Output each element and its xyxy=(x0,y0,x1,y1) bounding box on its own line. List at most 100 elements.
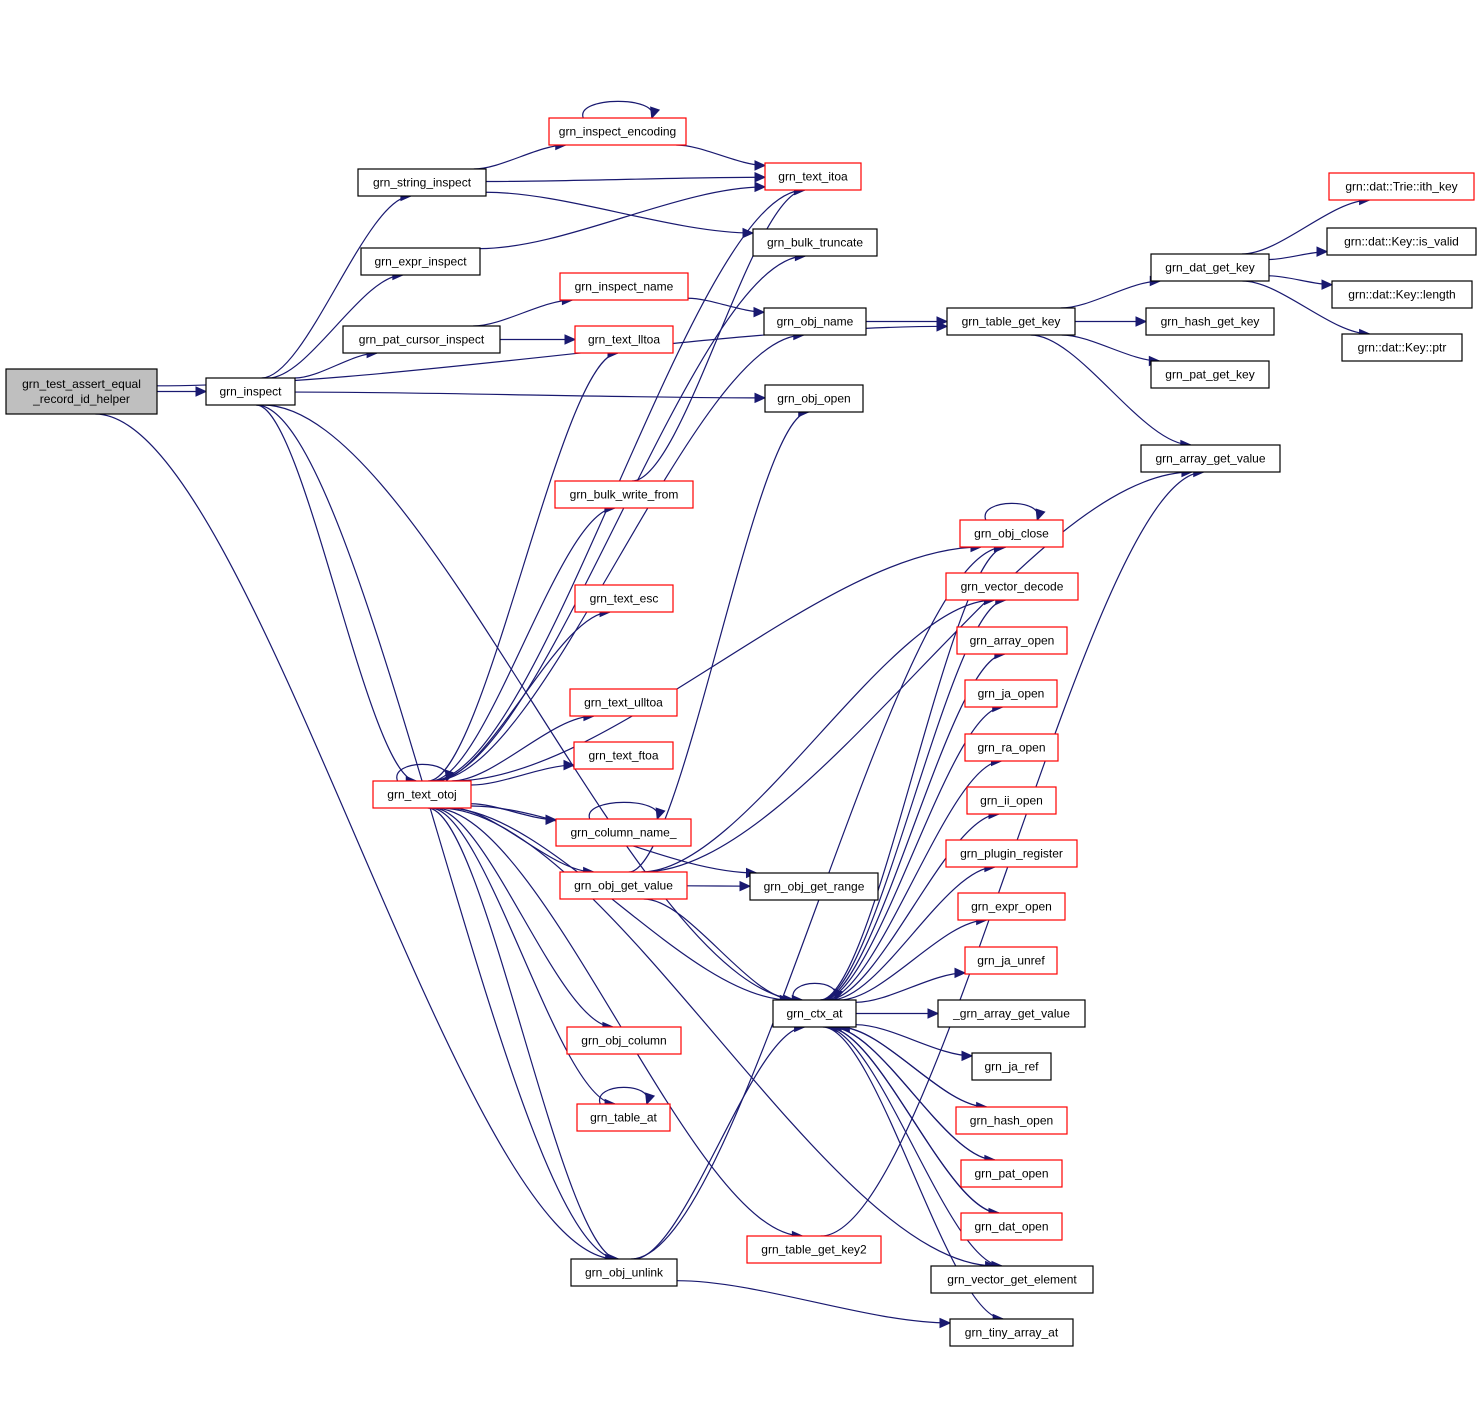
node-label: grn_pat_open xyxy=(974,1167,1048,1181)
edge-text_otoj-to-bulk_write_from xyxy=(431,507,615,782)
node-box xyxy=(955,1106,1068,1135)
edge-ctx_at-to-_array_get_value-arrowhead xyxy=(927,1008,940,1019)
edge-root-to-inspect-arrowhead xyxy=(195,386,208,397)
node-expr-inspect[interactable]: grn_expr_inspect xyxy=(360,247,481,276)
node-box xyxy=(5,368,158,415)
node-label: grn_obj_open xyxy=(777,392,850,406)
node-box xyxy=(764,384,864,413)
node-label: grn_ja_open xyxy=(978,687,1045,701)
edge-expr_inspect-to-text_itoa xyxy=(479,186,766,250)
node-key-length[interactable]: grn::dat::Key::length xyxy=(1331,280,1473,309)
node-expr-open[interactable]: grn_expr_open xyxy=(957,892,1066,921)
edge-text_otoj-to-obj_unlink xyxy=(427,807,619,1260)
edges-layer xyxy=(95,100,1371,1329)
node-obj-close[interactable]: grn_obj_close xyxy=(959,519,1064,548)
node-column-name-[interactable]: grn_column_name_ xyxy=(555,818,692,847)
node-tiny-array-at[interactable]: grn_tiny_array_at xyxy=(949,1318,1074,1347)
node-label: grn_table_get_key xyxy=(962,315,1061,329)
node-text-itoa[interactable]: grn_text_itoa xyxy=(764,162,862,191)
node-box xyxy=(1331,280,1473,309)
edge-inspect-to-text_otoj xyxy=(256,404,417,782)
edge-text_otoj-to-table_get_key2 xyxy=(433,807,803,1237)
node-label: grn_ja_unref xyxy=(977,954,1045,968)
node-key-is-valid[interactable]: grn::dat::Key::is_valid xyxy=(1326,227,1477,256)
node-text-otoj[interactable]: grn_text_otoj xyxy=(372,780,472,809)
node-array-get-value[interactable]: grn_array_get_value xyxy=(1140,444,1281,473)
node-pat-get-key[interactable]: grn_pat_get_key xyxy=(1150,360,1270,389)
node-inspect[interactable]: grn_inspect xyxy=(205,377,296,406)
node-vector-get-element[interactable]: grn_vector_get_element xyxy=(930,1265,1094,1294)
node-text-ulltoa[interactable]: grn_text_ulltoa xyxy=(569,688,678,717)
node-label: grn_ctx_at xyxy=(786,1007,843,1021)
node-ii-open[interactable]: grn_ii_open xyxy=(966,786,1057,815)
node-label: grn_ja_ref xyxy=(984,1060,1039,1074)
node-pat-open[interactable]: grn_pat_open xyxy=(960,1159,1063,1188)
node-text-lltoa[interactable]: grn_text_lltoa xyxy=(574,325,674,354)
node-label: grn_inspect_name xyxy=(575,280,674,294)
node-obj-column[interactable]: grn_obj_column xyxy=(566,1026,682,1055)
node-vector-decode[interactable]: grn_vector_decode xyxy=(945,572,1079,601)
node-box xyxy=(946,307,1076,336)
node-box xyxy=(576,1103,671,1132)
node-box xyxy=(573,741,674,770)
node-key-ptr[interactable]: grn::dat::Key::ptr xyxy=(1341,333,1463,362)
node-box xyxy=(749,872,879,901)
node-obj-unlink[interactable]: grn_obj_unlink xyxy=(570,1258,678,1287)
node-dat-open[interactable]: grn_dat_open xyxy=(960,1212,1063,1241)
node-hash-get-key[interactable]: grn_hash_get_key xyxy=(1145,307,1275,336)
edge-ctx_at-to-ja_ref-arrowhead xyxy=(961,1050,974,1062)
node-table-get-key2[interactable]: grn_table_get_key2 xyxy=(746,1235,882,1264)
node-inspect-name[interactable]: grn_inspect_name xyxy=(559,272,689,301)
node-bulk-truncate[interactable]: grn_bulk_truncate xyxy=(752,228,878,257)
node-ra-open[interactable]: grn_ra_open xyxy=(964,733,1059,762)
node-obj-get-value[interactable]: grn_obj_get_value xyxy=(559,871,688,900)
edge-ctx_at-to-ja_unref xyxy=(855,972,966,1003)
node-dat-get-key[interactable]: grn_dat_get_key xyxy=(1150,253,1270,282)
node-inspect-encoding[interactable]: grn_inspect_encoding xyxy=(548,117,687,146)
node-hash-open[interactable]: grn_hash_open xyxy=(955,1106,1068,1135)
node-table-at[interactable]: grn_table_at xyxy=(576,1103,671,1132)
node-pat-cursor-inspect[interactable]: grn_pat_cursor_inspect xyxy=(342,325,501,354)
edge-inspect-to-ctx_at xyxy=(262,404,803,1001)
edge-inspect_encoding-to-text_itoa xyxy=(676,144,766,167)
node-box xyxy=(964,946,1058,975)
edge-obj_unlink-to-tiny_array_at xyxy=(676,1280,951,1324)
node-obj-open[interactable]: grn_obj_open xyxy=(764,384,864,413)
node-string-inspect[interactable]: grn_string_inspect xyxy=(357,168,487,197)
node-plugin-register[interactable]: grn_plugin_register xyxy=(945,839,1078,868)
edge-inspect_encoding-to-text_itoa-arrowhead xyxy=(754,160,767,171)
edge-ctx_at-to-ja_ref xyxy=(855,1024,973,1057)
node-root[interactable]: grn_test_assert_equal_record_id_helper xyxy=(5,368,158,415)
node-obj-get-range[interactable]: grn_obj_get_range xyxy=(749,872,879,901)
node-label: grn_array_get_value xyxy=(1155,452,1265,466)
node-trie-ith-key[interactable]: grn::dat::Trie::ith_key xyxy=(1328,172,1475,201)
node-ja-open[interactable]: grn_ja_open xyxy=(964,679,1058,708)
node-box xyxy=(360,247,481,276)
node-table-get-key[interactable]: grn_table_get_key xyxy=(946,307,1076,336)
nodes-layer: grn_test_assert_equal_record_id_helpergr… xyxy=(5,117,1477,1347)
node-ja-ref[interactable]: grn_ja_ref xyxy=(971,1052,1052,1081)
edge-text_otoj-to-obj_name xyxy=(433,334,804,782)
edge-inspect_name-to-obj_name-arrowhead xyxy=(753,306,766,318)
node-ja-unref[interactable]: grn_ja_unref xyxy=(964,946,1058,975)
node-text-ftoa[interactable]: grn_text_ftoa xyxy=(573,741,674,770)
node-label: grn_array_open xyxy=(970,634,1055,648)
node-bulk-write-from[interactable]: grn_bulk_write_from xyxy=(554,480,694,509)
edge-column_name_-to-column_name_-arrowhead xyxy=(655,807,666,821)
node-box xyxy=(964,679,1058,708)
edge-dat_get_key-to-trie_ith_key xyxy=(1241,199,1370,255)
node-box xyxy=(746,1235,882,1264)
node-array-open[interactable]: grn_array_open xyxy=(956,626,1068,655)
node-label: grn_ra_open xyxy=(977,741,1045,755)
node-box xyxy=(566,1026,682,1055)
node-label: grn_string_inspect xyxy=(373,176,472,190)
edge-inspect-to-obj_open xyxy=(294,391,766,399)
node-text-esc[interactable]: grn_text_esc xyxy=(574,584,674,613)
node-ctx-at[interactable]: grn_ctx_at xyxy=(772,999,857,1028)
edge-obj_close-to-obj_close-arrowhead xyxy=(1035,508,1046,522)
node-label: grn::dat::Key::ptr xyxy=(1358,341,1447,355)
node-array-get-value[interactable]: _grn_array_get_value xyxy=(937,999,1086,1028)
node-obj-name[interactable]: grn_obj_name xyxy=(763,307,867,336)
node-box xyxy=(772,999,857,1028)
